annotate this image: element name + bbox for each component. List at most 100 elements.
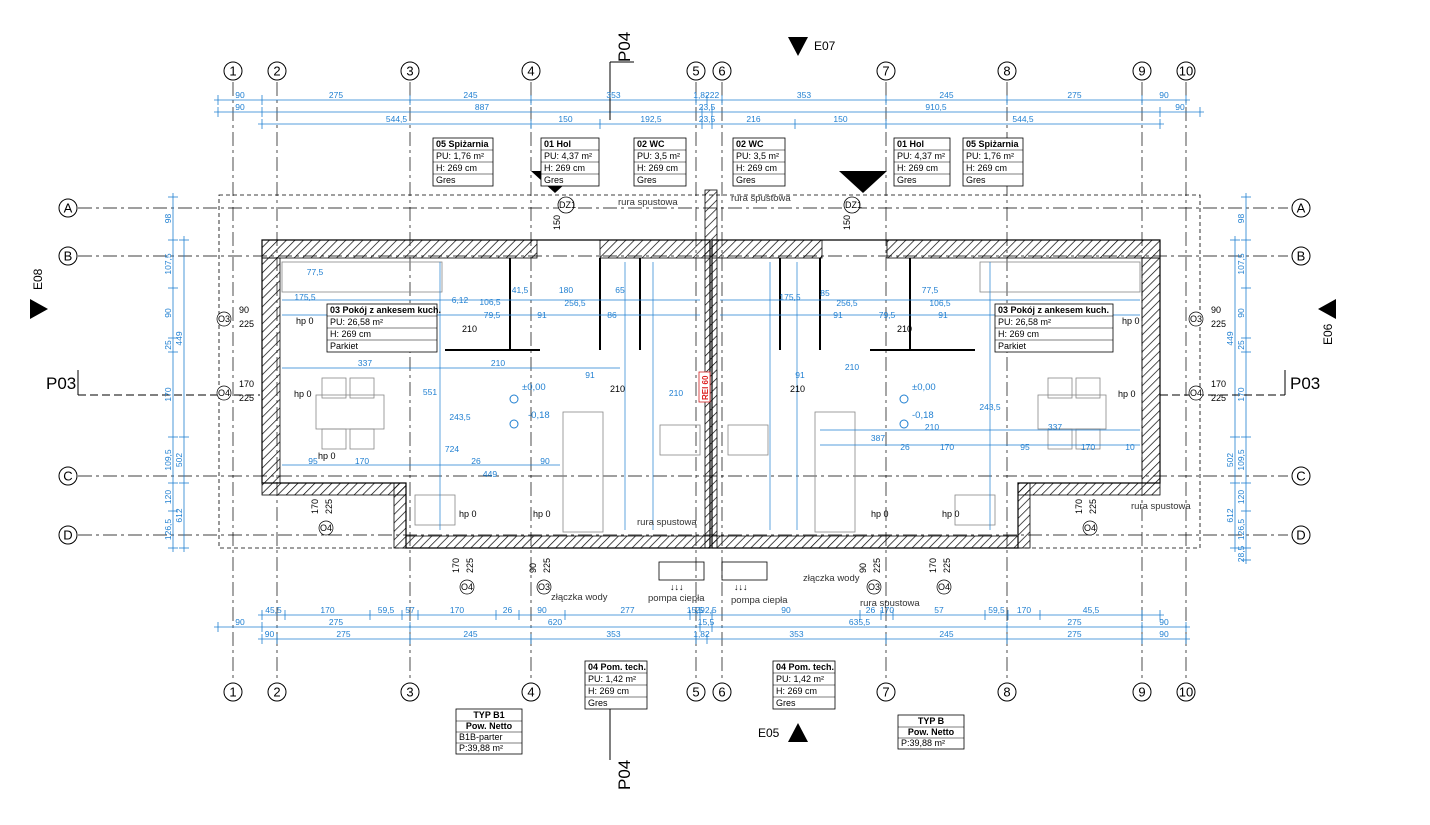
top-dim-row3-text: 192,5: [640, 114, 662, 124]
axis-letter: A: [1297, 201, 1306, 216]
left-dim-col1-text: 170: [163, 387, 173, 401]
axis-bubble-5-bottom: [686, 682, 706, 702]
dz1-marker-left: [557, 196, 575, 214]
room-tag-floor: Gres: [588, 698, 608, 708]
axis-bubble-8-bottom: [997, 682, 1017, 702]
level-right-0: ±0,00: [912, 382, 936, 393]
annotations: rura spustowa rura spustowa rura spustow…: [509, 193, 1191, 609]
axis-number: 1: [229, 685, 236, 700]
hp-label: hp 0: [1122, 316, 1140, 326]
bottom-dim-row1-text: 45,5: [265, 605, 282, 615]
left-dim-col1-text: 120: [163, 490, 173, 504]
top-dim-row1-text: 1,82: [693, 90, 710, 100]
axis-number: 7: [882, 64, 889, 79]
type-tag-line: Pow. Netto: [908, 727, 955, 737]
bottom-dim-row1-text: 170: [1017, 605, 1031, 615]
axis-bubble-10-bottom: [1176, 682, 1196, 702]
axis-bubble-7-bottom: [876, 682, 896, 702]
right-dim-col1-text: 28,5: [1236, 545, 1246, 562]
axis-number: 6: [718, 685, 725, 700]
axis-number: 4: [527, 685, 534, 700]
axis-number: 9: [1138, 685, 1145, 700]
axis-letter: B: [1297, 249, 1306, 264]
bottom-dim-row3-text: 353: [606, 629, 620, 639]
right-dim-col1-text: 98: [1236, 214, 1246, 224]
opening-width: 170: [239, 379, 254, 389]
level-left-0: ±0,00: [522, 382, 546, 393]
elevation-label-bottom: E05: [758, 726, 780, 740]
building-walls: [261, 189, 1161, 549]
axis-number: 4: [527, 64, 534, 79]
hp-label: hp 0: [318, 451, 336, 461]
bottom-dim-row3-text: 245: [939, 629, 953, 639]
axis-number: 8: [1003, 685, 1010, 700]
bottom-dim-row1-text: 59,5: [378, 605, 395, 615]
room-tag-title: 03 Pokój z ankesem kuch.: [998, 305, 1109, 315]
entrance-marker-right: [839, 171, 887, 193]
top-dim-row1-text: 275: [1067, 90, 1081, 100]
interior-dim-right: 10: [1125, 442, 1135, 452]
top-dim-row2-text: 90: [1175, 102, 1185, 112]
door-height: 210: [790, 384, 805, 394]
hp-label: hp 0: [294, 389, 312, 399]
opening-width: 170: [310, 499, 320, 514]
opening-label: O4: [938, 582, 950, 592]
rura-note-4: rura spustowa: [860, 598, 920, 609]
room-tag-height: H: 269 cm: [736, 163, 777, 173]
opening-width: 170: [1074, 499, 1084, 514]
elevation-arrow-bottom: [788, 723, 808, 742]
interior-dim-right: 85: [820, 288, 830, 298]
bottom-dim-row3-text: 275: [1067, 629, 1081, 639]
top-dim-row2-text: 910,5: [925, 102, 947, 112]
interior-dim-left: 91: [537, 310, 547, 320]
room-tag-area: PU: 4,37 m²: [544, 151, 592, 161]
interior-dim-left: 210: [491, 358, 505, 368]
room-tag-area: PU: 1,42 m²: [588, 674, 636, 684]
bottom-dim-row1-text: 26: [503, 605, 513, 615]
interior-dim-left: 6,12: [452, 295, 469, 305]
opening-width: 90: [858, 563, 868, 573]
right-dim-col1-text: 107,5: [1236, 253, 1246, 275]
interior-dim-left: 210: [669, 388, 683, 398]
door-height: 210: [610, 384, 625, 394]
interior-dim-right: 91: [938, 310, 948, 320]
axis-bubble-10-top: [1176, 61, 1196, 81]
interior-dim-left: 86: [607, 310, 617, 320]
bottom-dim-row3-text: 1,82: [693, 629, 710, 639]
left-dim-col1-text: 126,5: [163, 519, 173, 541]
room-tag-floor: Gres: [544, 175, 564, 185]
bottom-dim-row3-text: 245: [463, 629, 477, 639]
right-dim-col2-text: 502: [1225, 453, 1235, 467]
axis-number: 8: [1003, 64, 1010, 79]
rura-note-3: rura spustowa: [1131, 501, 1191, 512]
bottom-dim-row2-text: 275: [329, 617, 343, 627]
opening-height: 225: [239, 319, 254, 329]
axis-bubble-8-top: [997, 61, 1017, 81]
axis-bubble-2-top: [267, 61, 287, 81]
room-tag-height: H: 269 cm: [330, 329, 371, 339]
interior-dim-right: 77,5: [922, 285, 939, 295]
opening-height: 225: [465, 558, 475, 573]
opening-label: O3: [1190, 314, 1202, 324]
interior-dim-left: 41,5: [512, 285, 529, 295]
room-tag-height: H: 269 cm: [436, 163, 477, 173]
bottom-dim-row1-text: 59,5: [988, 605, 1005, 615]
opening-height: 225: [872, 558, 882, 573]
interior-dim-left: 337: [358, 358, 372, 368]
interior-dim-left: 77,5: [307, 267, 324, 277]
heat-pump-unit-1: [658, 561, 705, 581]
room-tag-floor: Gres: [736, 175, 756, 185]
axis-bubble-A-right: [1291, 198, 1311, 218]
axis-letter: B: [64, 249, 73, 264]
